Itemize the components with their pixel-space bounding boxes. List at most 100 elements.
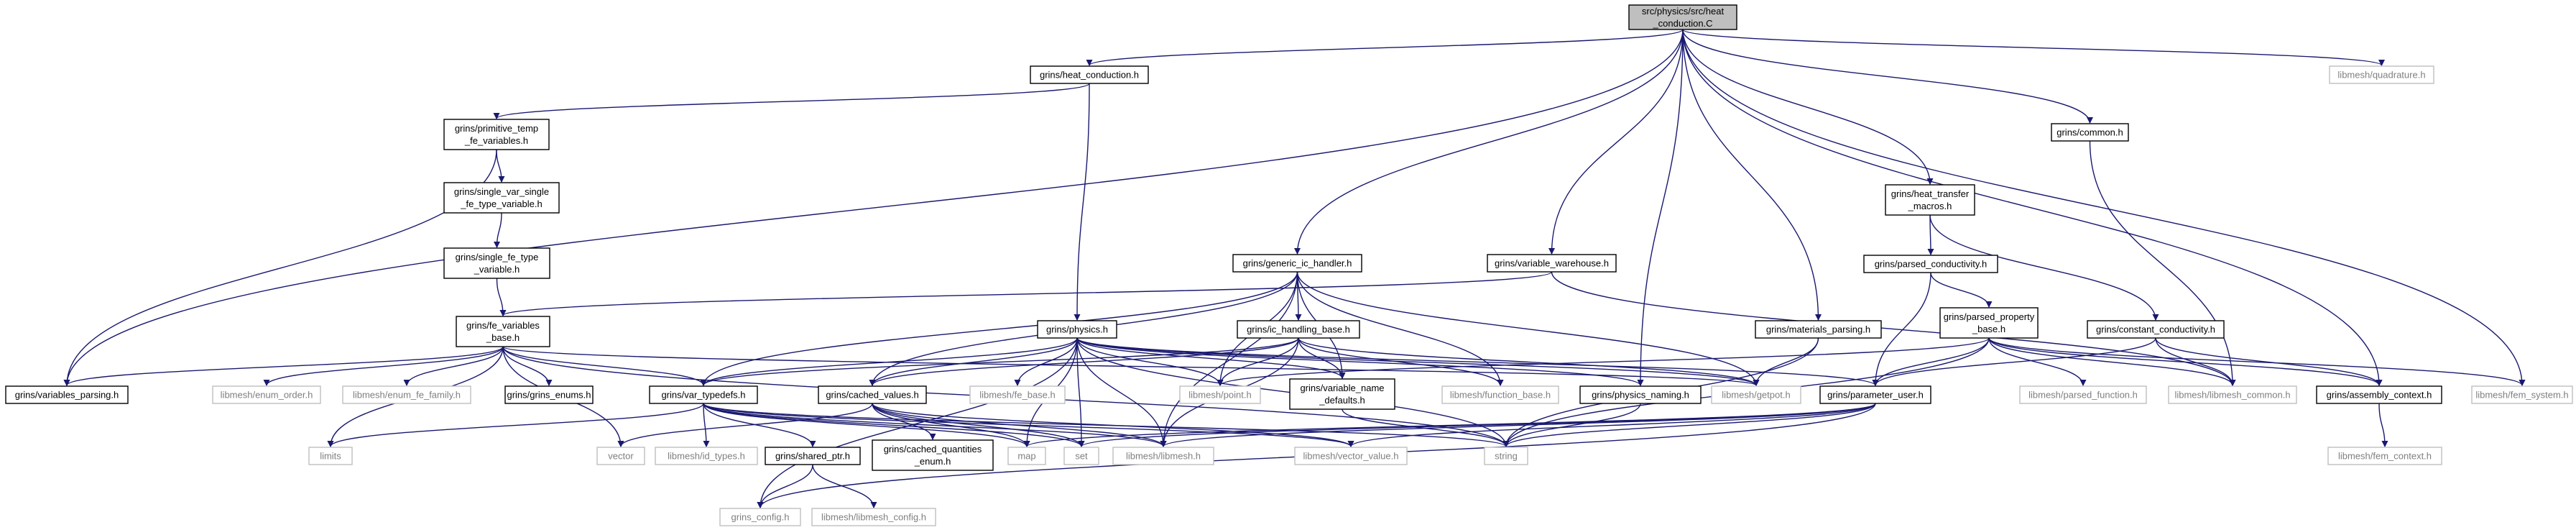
- node-box[interactable]: [1579, 385, 1702, 404]
- node-libmesh-enum-order[interactable]: libmesh/enum_order.h: [212, 385, 321, 404]
- node-box[interactable]: [818, 385, 927, 404]
- node-box[interactable]: [1819, 385, 1931, 404]
- node-box[interactable]: [1755, 320, 1882, 339]
- node-box[interactable]: [969, 385, 1066, 404]
- node-box[interactable]: [1037, 320, 1117, 339]
- node-libmesh-parsed-function[interactable]: libmesh/parsed_function.h: [2019, 385, 2147, 404]
- node-string[interactable]: string: [1484, 447, 1528, 465]
- node-box[interactable]: [1939, 307, 2039, 339]
- node-box[interactable]: [1885, 184, 1975, 216]
- node-map[interactable]: map: [1007, 447, 1046, 465]
- node-grins-config[interactable]: grins_config.h: [719, 508, 801, 526]
- node-libmesh-libmesh-config[interactable]: libmesh/libmesh_config.h: [811, 508, 936, 526]
- node-libmesh-function-base[interactable]: libmesh/function_base.h: [1441, 385, 1559, 404]
- node-cached-values[interactable]: grins/cached_values.h: [818, 385, 927, 404]
- node-libmesh-fem-context[interactable]: libmesh/fem_context.h: [2327, 447, 2442, 465]
- node-box[interactable]: [872, 439, 994, 471]
- node-box[interactable]: [1294, 447, 1408, 465]
- node-variable-name-defaults[interactable]: grins/variable_name_defaults.h: [1289, 378, 1395, 410]
- node-shared-ptr[interactable]: grins/shared_ptr.h: [765, 447, 861, 465]
- node-heat-conduction[interactable]: grins/heat_conduction.h: [1030, 65, 1149, 84]
- node-libmesh-quadrature[interactable]: libmesh/quadrature.h: [2329, 65, 2434, 84]
- node-limits[interactable]: limits: [308, 447, 353, 465]
- node-box[interactable]: [1063, 447, 1099, 465]
- node-box[interactable]: [2329, 65, 2434, 84]
- node-box[interactable]: [655, 447, 758, 465]
- node-libmesh-enum-fe-family[interactable]: libmesh/enum_fe_family.h: [342, 385, 471, 404]
- node-variable-warehouse[interactable]: grins/variable_warehouse.h: [1487, 254, 1617, 273]
- node-var-typedefs[interactable]: grins/var_typedefs.h: [649, 385, 758, 404]
- node-box[interactable]: [1484, 447, 1528, 465]
- node-box[interactable]: [2051, 123, 2129, 142]
- node-box[interactable]: [596, 447, 645, 465]
- node-box[interactable]: [2019, 385, 2147, 404]
- node-parsed-property-base[interactable]: grins/parsed_property_base.h: [1939, 307, 2039, 339]
- node-box[interactable]: [1179, 385, 1261, 404]
- node-box[interactable]: [2168, 385, 2297, 404]
- node-constant-conductivity[interactable]: grins/constant_conductivity.h: [2087, 320, 2225, 339]
- node-materials-parsing[interactable]: grins/materials_parsing.h: [1755, 320, 1882, 339]
- node-box[interactable]: [1628, 4, 1737, 30]
- node-box[interactable]: [2471, 385, 2573, 404]
- node-box[interactable]: [2316, 385, 2442, 404]
- node-box[interactable]: [1289, 378, 1395, 410]
- node-box[interactable]: [1030, 65, 1149, 84]
- node-label: libmesh/enum_order.h: [221, 390, 313, 401]
- node-grins-enums[interactable]: grins/grins_enums.h: [504, 385, 594, 404]
- node-parsed-conductivity[interactable]: grins/parsed_conductivity.h: [1863, 255, 1998, 273]
- node-libmesh-fe-base[interactable]: libmesh/fe_base.h: [969, 385, 1066, 404]
- node-libmesh-libmesh-common[interactable]: libmesh/libmesh_common.h: [2168, 385, 2297, 404]
- node-box[interactable]: [1237, 320, 1360, 339]
- edge-line: [1217, 337, 1990, 386]
- node-vector[interactable]: vector: [596, 447, 645, 465]
- node-box[interactable]: [1441, 385, 1559, 404]
- node-box[interactable]: [2327, 447, 2442, 465]
- edge-heat_conduction-to-physics: [1074, 83, 1090, 321]
- node-set[interactable]: set: [1063, 447, 1099, 465]
- node-box[interactable]: [765, 447, 861, 465]
- node-box[interactable]: [456, 316, 550, 347]
- node-physics[interactable]: grins/physics.h: [1037, 320, 1117, 339]
- node-box[interactable]: [443, 247, 550, 279]
- node-box[interactable]: [1007, 447, 1046, 465]
- node-libmesh-libmesh[interactable]: libmesh/libmesh.h: [1112, 447, 1214, 465]
- node-primitive-temp[interactable]: grins/primitive_temp_fe_variables.h: [443, 119, 550, 150]
- node-physics-naming[interactable]: grins/physics_naming.h: [1579, 385, 1702, 404]
- node-label: grins/parsed_conductivity.h: [1875, 259, 1988, 270]
- node-box[interactable]: [1863, 255, 1998, 273]
- node-box[interactable]: [719, 508, 801, 526]
- node-libmesh-vector-value[interactable]: libmesh/vector_value.h: [1294, 447, 1408, 465]
- node-libmesh-id-types[interactable]: libmesh/id_types.h: [655, 447, 758, 465]
- node-box[interactable]: [212, 385, 321, 404]
- edge-primitive_temp-to-variables_parsing: [63, 149, 497, 386]
- node-generic-ic-handler[interactable]: grins/generic_ic_handler.h: [1232, 254, 1362, 273]
- node-assembly-context[interactable]: grins/assembly_context.h: [2316, 385, 2442, 404]
- node-parameter-user[interactable]: grins/parameter_user.h: [1819, 385, 1931, 404]
- node-common[interactable]: grins/common.h: [2051, 123, 2129, 142]
- node-fe-variables-base[interactable]: grins/fe_variables_base.h: [456, 316, 550, 347]
- node-box[interactable]: [1232, 254, 1362, 273]
- node-box[interactable]: [443, 119, 550, 150]
- node-box[interactable]: [649, 385, 758, 404]
- node-libmesh-getpot[interactable]: libmesh/getpot.h: [1711, 385, 1801, 404]
- node-heat-transfer-macros[interactable]: grins/heat_transfer_macros.h: [1885, 184, 1975, 216]
- node-cached-quantities-enum[interactable]: grins/cached_quantities_enum.h: [872, 439, 994, 471]
- node-box[interactable]: [1711, 385, 1801, 404]
- node-box[interactable]: [342, 385, 471, 404]
- node-box[interactable]: [308, 447, 353, 465]
- node-ic-handling-base[interactable]: grins/ic_handling_base.h: [1237, 320, 1360, 339]
- node-variables-parsing[interactable]: grins/variables_parsing.h: [5, 385, 129, 404]
- node-box[interactable]: [504, 385, 594, 404]
- node-label: libmesh/parsed_function.h: [2028, 390, 2138, 401]
- node-box[interactable]: [811, 508, 936, 526]
- node-libmesh-fem-system[interactable]: libmesh/fem_system.h: [2471, 385, 2573, 404]
- node-libmesh-point[interactable]: libmesh/point.h: [1179, 385, 1261, 404]
- node-box[interactable]: [5, 385, 129, 404]
- node-box[interactable]: [1112, 447, 1214, 465]
- node-box[interactable]: [1487, 254, 1617, 273]
- node-root[interactable]: src/physics/src/heat_conduction.C: [1628, 4, 1737, 30]
- node-box[interactable]: [443, 182, 560, 214]
- node-single-var-single[interactable]: grins/single_var_single_fe_type_variable…: [443, 182, 560, 214]
- node-box[interactable]: [2087, 320, 2225, 339]
- node-single-fe-type[interactable]: grins/single_fe_type_variable.h: [443, 247, 550, 279]
